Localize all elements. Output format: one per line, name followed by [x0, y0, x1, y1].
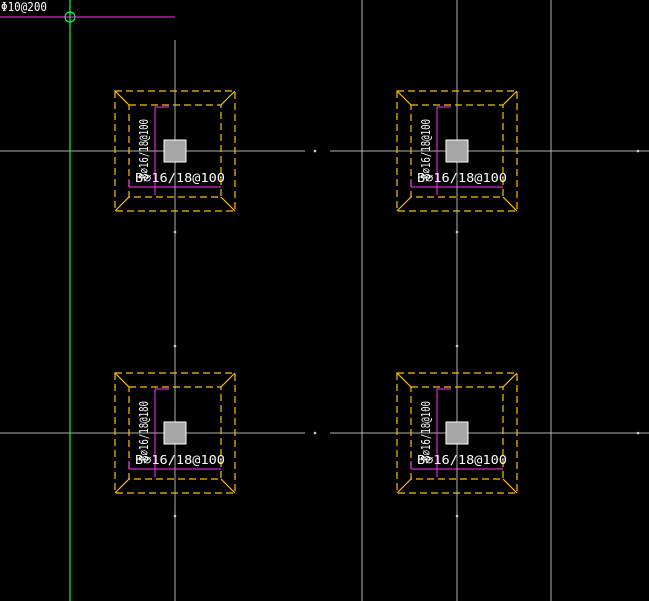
rebar-label-vertical: B∅16/18@100	[419, 119, 433, 179]
footing-corner-line	[114, 372, 130, 388]
rebar-label-vertical: B∅16/18@180	[137, 401, 151, 461]
rebar-label-vertical: B∅16/18@100	[137, 119, 151, 179]
rebar-label-horizontal: B∅16/18@100	[135, 453, 225, 467]
footing-inner-outline	[410, 104, 504, 198]
rebar-label-horizontal: B∅16/18@100	[135, 171, 225, 185]
footing-corner-line	[114, 196, 130, 212]
footing-corner-line	[502, 372, 518, 388]
footing-corner-line	[220, 90, 236, 106]
footing-corner-line	[396, 372, 412, 388]
footing-corner-line	[396, 90, 412, 106]
axis-marker-dot	[455, 514, 459, 518]
axis-marker-dot	[173, 344, 177, 348]
axis-marker-dot	[455, 230, 459, 234]
slab-rebar-label: Φ10@200	[1, 0, 47, 14]
axis-marker-dot	[636, 431, 640, 435]
column-section[interactable]	[163, 421, 187, 445]
footing-outer-outline	[114, 90, 236, 212]
rebar-label-vertical: B∅16/18@100	[419, 401, 433, 461]
footing-outer-outline	[396, 372, 518, 494]
footing-corner-line	[502, 90, 518, 106]
axis-marker-dot	[636, 149, 640, 153]
footing-corner-line	[114, 478, 130, 494]
footing-outer-outline	[396, 90, 518, 212]
column-section[interactable]	[445, 139, 469, 163]
footing-corner-line	[396, 478, 412, 494]
axis-marker-dot	[313, 431, 317, 435]
footing-corner-line	[114, 90, 130, 106]
footing-inner-outline	[410, 386, 504, 480]
footing-inner-outline	[128, 386, 222, 480]
footing-outer-outline	[114, 372, 236, 494]
footing-corner-line	[502, 196, 518, 212]
column-section[interactable]	[163, 139, 187, 163]
rebar-label-horizontal: B∅16/18@100	[417, 171, 507, 185]
slab-rebar-annotation[interactable]: Φ10@200	[0, 0, 175, 601]
column-section[interactable]	[445, 421, 469, 445]
axis-marker-dot	[455, 344, 459, 348]
footing-corner-line	[220, 196, 236, 212]
axis-marker-dot	[173, 230, 177, 234]
footing-corner-line	[502, 478, 518, 494]
axis-marker-dot	[173, 514, 177, 518]
footing-corner-line	[396, 196, 412, 212]
footing-inner-outline	[128, 104, 222, 198]
rebar-label-horizontal: B∅16/18@100	[417, 453, 507, 467]
axis-marker-dot	[313, 149, 317, 153]
footing-corner-line	[220, 478, 236, 494]
footing-corner-line	[220, 372, 236, 388]
